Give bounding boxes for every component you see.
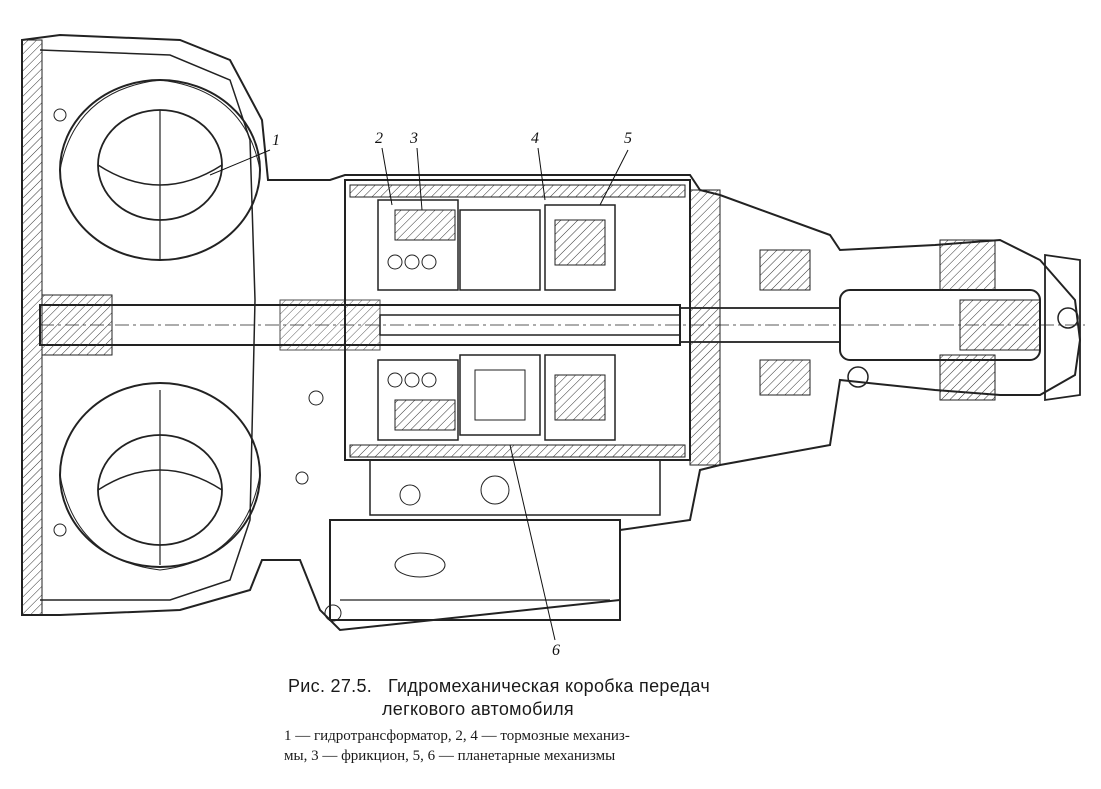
main-shaft: [39, 289, 1085, 361]
torque-converter-lower: [59, 382, 261, 571]
leader-lines: [209, 147, 629, 641]
transmission-cross-section-drawing: [21, 33, 1085, 641]
figure-label: Рис. 27.5.: [288, 676, 373, 696]
callout-6: 6: [552, 642, 560, 659]
bolts: [53, 108, 342, 622]
callout-4: 4: [531, 130, 539, 147]
callout-3: 3: [410, 130, 418, 147]
caption-title-line2: легкового автомобиля: [382, 699, 574, 719]
tail-housing: [759, 239, 1081, 402]
callout-1: 1: [272, 132, 280, 149]
caption-legend-line2: мы, 3 — фрикцион, 5, 6 — планетарные мех…: [284, 748, 616, 764]
hub-hatch-left: [41, 294, 113, 356]
clutch-pack-upper: [377, 199, 616, 291]
callout-2: 2: [375, 130, 383, 147]
torque-converter-upper: [59, 79, 261, 261]
gearbox-case: [344, 179, 721, 466]
converter-housing-inner: [39, 49, 256, 601]
caption-title-line1: Рис. 27.5. Гидромеханическая коробка пер…: [288, 676, 710, 697]
clutch-pack-lower: [377, 354, 616, 441]
hub-hatch-center: [279, 299, 381, 351]
callout-5: 5: [624, 130, 632, 147]
valve-body-and-oil-pan: [329, 459, 661, 621]
figure-title: Гидромеханическая коробка передач: [388, 676, 711, 696]
converter-housing: [21, 33, 1082, 632]
caption-legend-line1: 1 — гидротрансформатор, 2, 4 — тормозные…: [284, 728, 630, 744]
